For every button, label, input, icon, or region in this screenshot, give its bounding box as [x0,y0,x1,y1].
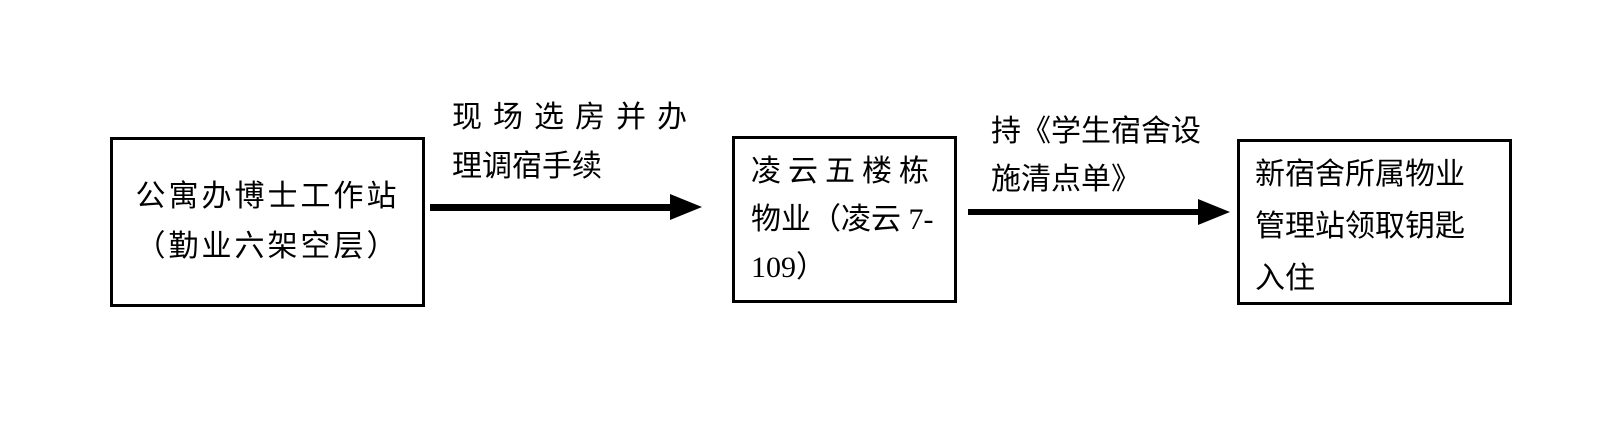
edge-label-1: 现场选房并办 理调宿手续 [452,93,698,191]
node-line: 凌云五楼栋 [751,155,936,188]
edge-label-2: 持《学生宿舍设 施清点单》 [991,108,1201,204]
arrow-shaft [968,209,1200,215]
node-line: 物业（凌云 7- [751,203,934,236]
edge-label-line: 持《学生宿舍设 [991,115,1201,148]
node-line: 109） [751,251,826,284]
flow-node-new-dorm-property: 新宿舍所属物业 管理站领取钥匙 入住 [1237,139,1512,305]
edge-label-line: 理调宿手续 [452,150,602,183]
arrow-right-icon [670,194,702,220]
flow-node-lingyun-property: 凌云五楼栋 物业（凌云 7- 109） [732,136,957,303]
node-line: 管理站领取钥匙 [1255,210,1465,243]
flow-node-apartment-office: 公寓办博士工作站 （勤业六架空层） [110,137,425,307]
node-line: 入住 [1255,262,1315,295]
arrow-shaft [430,204,672,211]
flow-arrow-2 [968,199,1230,226]
node-line: （勤业六架空层） [135,230,400,263]
flow-arrow-1 [430,194,702,221]
arrow-right-icon [1198,199,1230,225]
edge-label-line: 现场选房并办 [452,101,698,134]
node-line: 公寓办博士工作站 [135,180,400,213]
edge-label-line: 施清点单》 [991,163,1141,196]
node-line: 新宿舍所属物业 [1255,158,1465,191]
